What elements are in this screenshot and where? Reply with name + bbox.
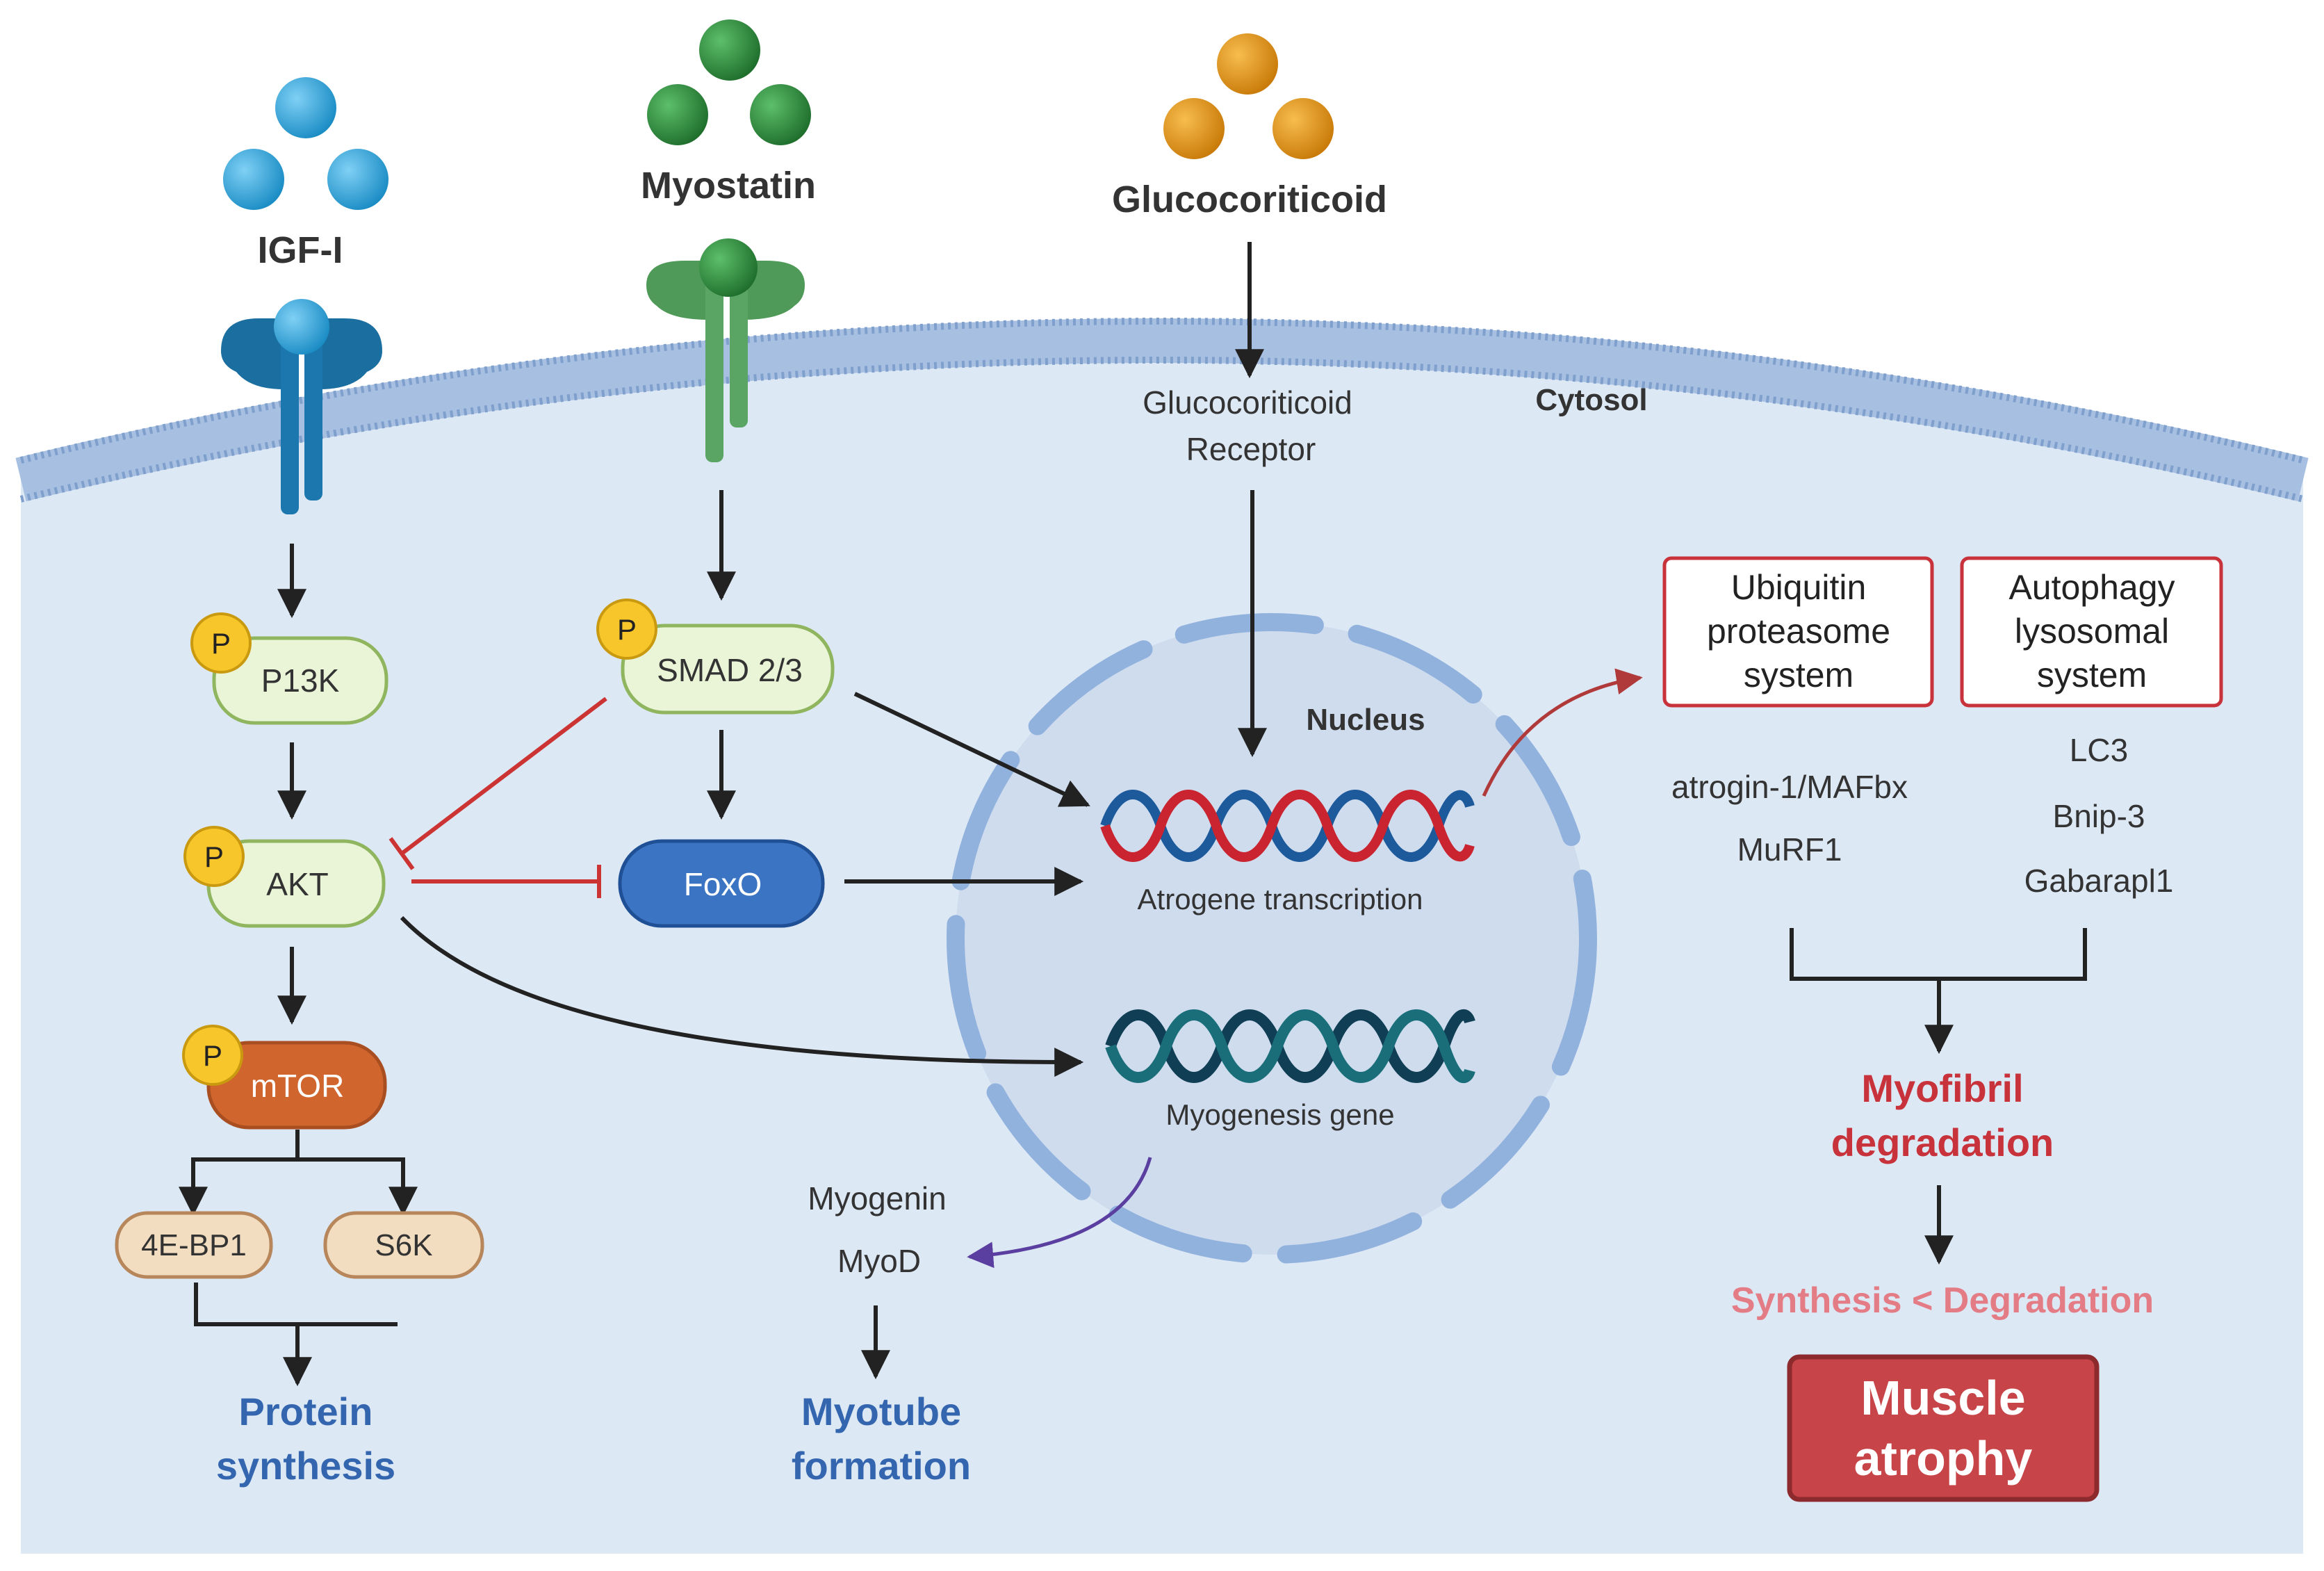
p13k-node: P13K <box>212 636 388 725</box>
atrogene-label: Atrogene transcription <box>1138 883 1423 915</box>
inhibit-smad-to-akt <box>400 697 607 856</box>
ubiquitin-system-box: Ubiquitin proteasome system <box>1662 556 1934 708</box>
myostatin-ball <box>647 84 708 145</box>
myogenesis-label: Myogenesis gene <box>1165 1098 1394 1131</box>
phospho-badge-mtor-label: P <box>203 1039 222 1072</box>
arrow-translation-to-protein <box>194 1283 398 1383</box>
myotube-formation-line2: formation <box>792 1444 971 1488</box>
ubiquitin-line2: proteasome <box>1707 612 1890 651</box>
phospho-badge-akt-label: P <box>204 840 224 873</box>
myostatin-ligand-group <box>647 19 811 145</box>
myogenin-label: Myogenin <box>808 1180 946 1216</box>
foxo-label: FoxO <box>684 866 762 902</box>
muscle-atrophy-line2: atrophy <box>1854 1431 2033 1485</box>
protein-synthesis-line1: Protein <box>239 1390 373 1433</box>
ubiquitin-line1: Ubiquitin <box>1731 568 1867 607</box>
cell-membrane <box>15 318 2309 502</box>
igf-label: IGF-I <box>258 229 343 271</box>
ubiquitin-gene-murf1: MuRF1 <box>1737 831 1842 868</box>
phospho-badge-akt: P <box>183 826 245 887</box>
glucocorticoid-ligand-group <box>1163 33 1334 159</box>
protein-synthesis-line2: synthesis <box>216 1444 395 1488</box>
igf-ball <box>327 149 388 210</box>
inhibition-lines <box>388 697 607 898</box>
arrow-mtor-branch-left <box>179 1130 300 1216</box>
mtor-label: mTOR <box>251 1068 345 1104</box>
cell-membrane-lipid-outer <box>19 318 2305 464</box>
phospho-badge-p13k-label: P <box>211 627 231 660</box>
glucocorticoid-ball <box>1163 98 1225 159</box>
myofibril-degradation-line1: Myofibril <box>1861 1066 2023 1110</box>
arrow-systems-to-myofibril <box>1790 928 2087 1051</box>
igf-ball <box>223 149 284 210</box>
igf-receptor <box>221 299 382 514</box>
myogenesis-dna-strand-2 <box>1105 1009 1475 1084</box>
myostatin-ball <box>750 84 811 145</box>
atrogene-dna-strand-blue <box>1100 790 1475 862</box>
s6k-node: S6K <box>323 1211 484 1279</box>
nucleus-label: Nucleus <box>1306 703 1425 737</box>
glucocorticoid-label: Glucocoriticoid <box>1112 179 1387 220</box>
glucocorticoid-ball <box>1217 33 1278 95</box>
cytosol-label: Cytosol <box>1535 383 1647 417</box>
ubiquitin-gene-atrogin: atrogin-1/MAFbx <box>1671 769 1908 805</box>
glucocorticoid-ball <box>1273 98 1334 159</box>
foxo-node: FoxO <box>618 839 825 928</box>
arrow-atrogene-to-systems <box>1482 668 1643 797</box>
autophagy-system-box: Autophagy lysosomal system <box>1960 556 2223 708</box>
autophagy-gene-bnip3: Bnip-3 <box>2053 798 2145 834</box>
nuclear-envelope <box>947 613 1597 1264</box>
inhibit-smad-to-akt-bar <box>388 837 415 870</box>
phospho-badge-mtor: P <box>182 1025 243 1086</box>
myostatin-receptor <box>646 238 805 462</box>
phospho-badge-p13k: P <box>190 612 252 674</box>
igf-ligand-group <box>223 77 388 210</box>
myostatin-label: Myostatin <box>641 165 816 206</box>
myostatin-ball <box>699 19 760 81</box>
4ebp1-label: 4E-BP1 <box>141 1228 247 1262</box>
myotube-formation-line1: Myotube <box>801 1390 961 1433</box>
akt-label: AKT <box>266 866 328 902</box>
activation-arrows <box>179 242 2087 1383</box>
autophagy-line1: Autophagy <box>2008 568 2175 607</box>
4ebp1-node: 4E-BP1 <box>115 1211 273 1279</box>
phospho-badge-smad: P <box>596 599 657 660</box>
ubiquitin-line3: system <box>1744 656 1854 694</box>
autophagy-gene-lc3: LC3 <box>2070 732 2128 768</box>
akt-node: AKT <box>206 839 386 928</box>
arrow-myogenesis-to-myod <box>967 1157 1152 1269</box>
smad-label: SMAD 2/3 <box>657 652 803 688</box>
s6k-label: S6K <box>375 1228 432 1262</box>
arrow-mtor-branch-right <box>297 1157 418 1216</box>
autophagy-line2: lysosomal <box>2015 612 2169 651</box>
myogenesis-dna <box>1105 1009 1475 1084</box>
atrogene-dna-strand-red <box>1100 790 1475 862</box>
muscle-atrophy-line1: Muscle <box>1860 1371 2025 1425</box>
smad-node: SMAD 2/3 <box>621 624 835 715</box>
myod-label: MyoD <box>837 1243 921 1279</box>
myofibril-degradation-line2: degradation <box>1831 1121 2054 1164</box>
nucleus <box>956 622 1588 1255</box>
muscle-atrophy-box: Muscle atrophy <box>1787 1354 2100 1502</box>
mtor-node: mTOR <box>206 1041 387 1130</box>
autophagy-gene-gabarapl1: Gabarapl1 <box>2024 863 2174 899</box>
cell-membrane-lipid-inner <box>19 357 2305 503</box>
arrow-smad-to-atrogene <box>853 692 1090 807</box>
phospho-badge-smad-label: P <box>617 613 637 646</box>
atrogene-dna <box>1100 790 1475 862</box>
synthesis-degradation-balance: Synthesis < Degradation <box>1731 1280 2154 1321</box>
myogenesis-dna-strand-1 <box>1105 1009 1475 1083</box>
arrow-akt-to-myogenesis <box>400 915 1084 1077</box>
igf-ball <box>275 77 336 138</box>
p13k-label: P13K <box>261 662 340 699</box>
autophagy-line3: system <box>2037 656 2147 694</box>
glucocorticoid-receptor-label-line2: Receptor <box>1186 431 1316 467</box>
glucocorticoid-receptor-label-line1: Glucocoriticoid <box>1143 384 1352 421</box>
